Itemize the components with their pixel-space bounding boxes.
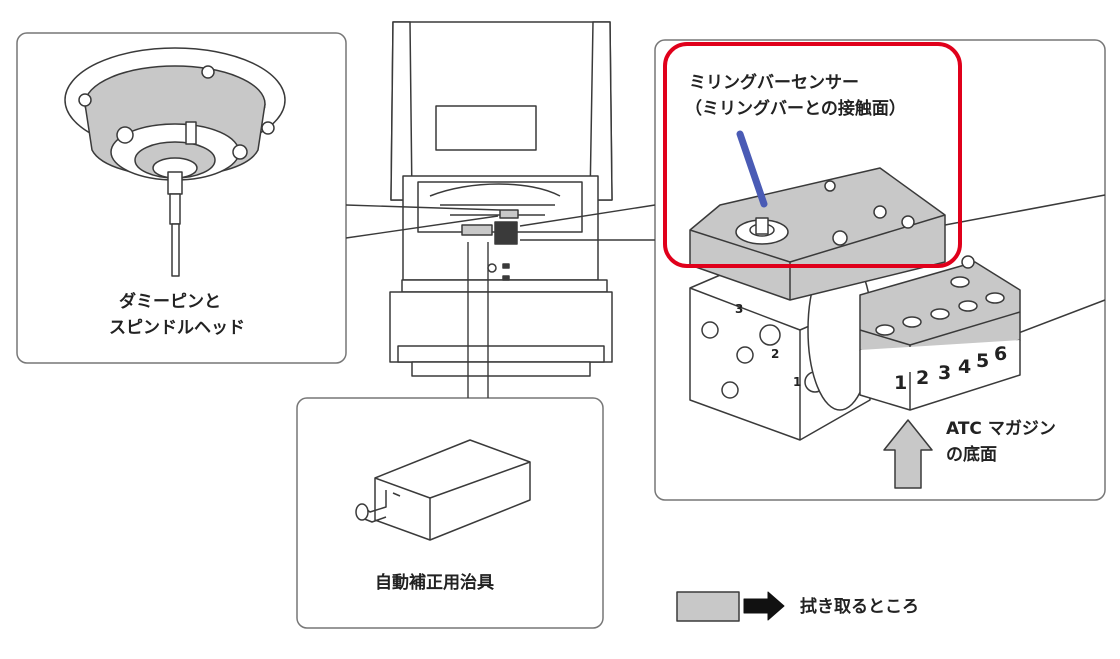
milling-machine [389, 21, 613, 377]
slot-number: 2 [916, 367, 929, 389]
position-number: 2 [771, 347, 779, 361]
leader-lines [345, 204, 656, 398]
jig-label: 自動補正用治具 [375, 570, 494, 596]
spindle-callout-box [16, 32, 347, 364]
position-number: 1 [793, 375, 801, 389]
sensor-highlight-frame [663, 42, 962, 268]
upward-arrow [883, 419, 933, 489]
sensor-label-line1: ミリングバーセンサー [689, 73, 859, 93]
slot-number: 5 [976, 350, 989, 372]
legend-swatch [676, 591, 740, 622]
calibration-jig-illustration [355, 439, 531, 541]
spindle-label-line1: ダミーピンと [119, 292, 221, 312]
sensor-pointer [736, 130, 768, 208]
sensor-label-line2: （ミリングバーとの接触面） [685, 99, 906, 119]
position-numbers: 1 2 3 [735, 302, 801, 389]
legend-label-text: 拭き取るところ [800, 597, 919, 617]
magazine-label-line2: の底面 [946, 445, 997, 465]
spindle-head-illustration [64, 47, 286, 277]
spindle-label: ダミーピンと スピンドルヘッド [109, 289, 245, 341]
atc-callout-box [654, 39, 1106, 501]
slot-number: 6 [994, 343, 1007, 365]
slot-numbers: 1 2 3 4 5 6 [894, 343, 1007, 394]
legend-label: 拭き取るところ [800, 594, 919, 620]
jig-label-text: 自動補正用治具 [375, 573, 494, 593]
legend-arrow [743, 591, 785, 621]
slot-number: 4 [958, 356, 971, 378]
sensor-label: ミリングバーセンサー （ミリングバーとの接触面） [685, 70, 906, 122]
jig-callout-box [296, 397, 604, 629]
position-number: 3 [735, 302, 743, 316]
magazine-label-line1: ATC マガジン [946, 419, 1056, 439]
magazine-label: ATC マガジン の底面 [946, 416, 1056, 468]
slot-number: 1 [894, 372, 907, 394]
spindle-label-line2: スピンドルヘッド [109, 318, 245, 338]
slot-number: 3 [938, 362, 951, 384]
atc-magazine-illustration [689, 167, 1106, 441]
